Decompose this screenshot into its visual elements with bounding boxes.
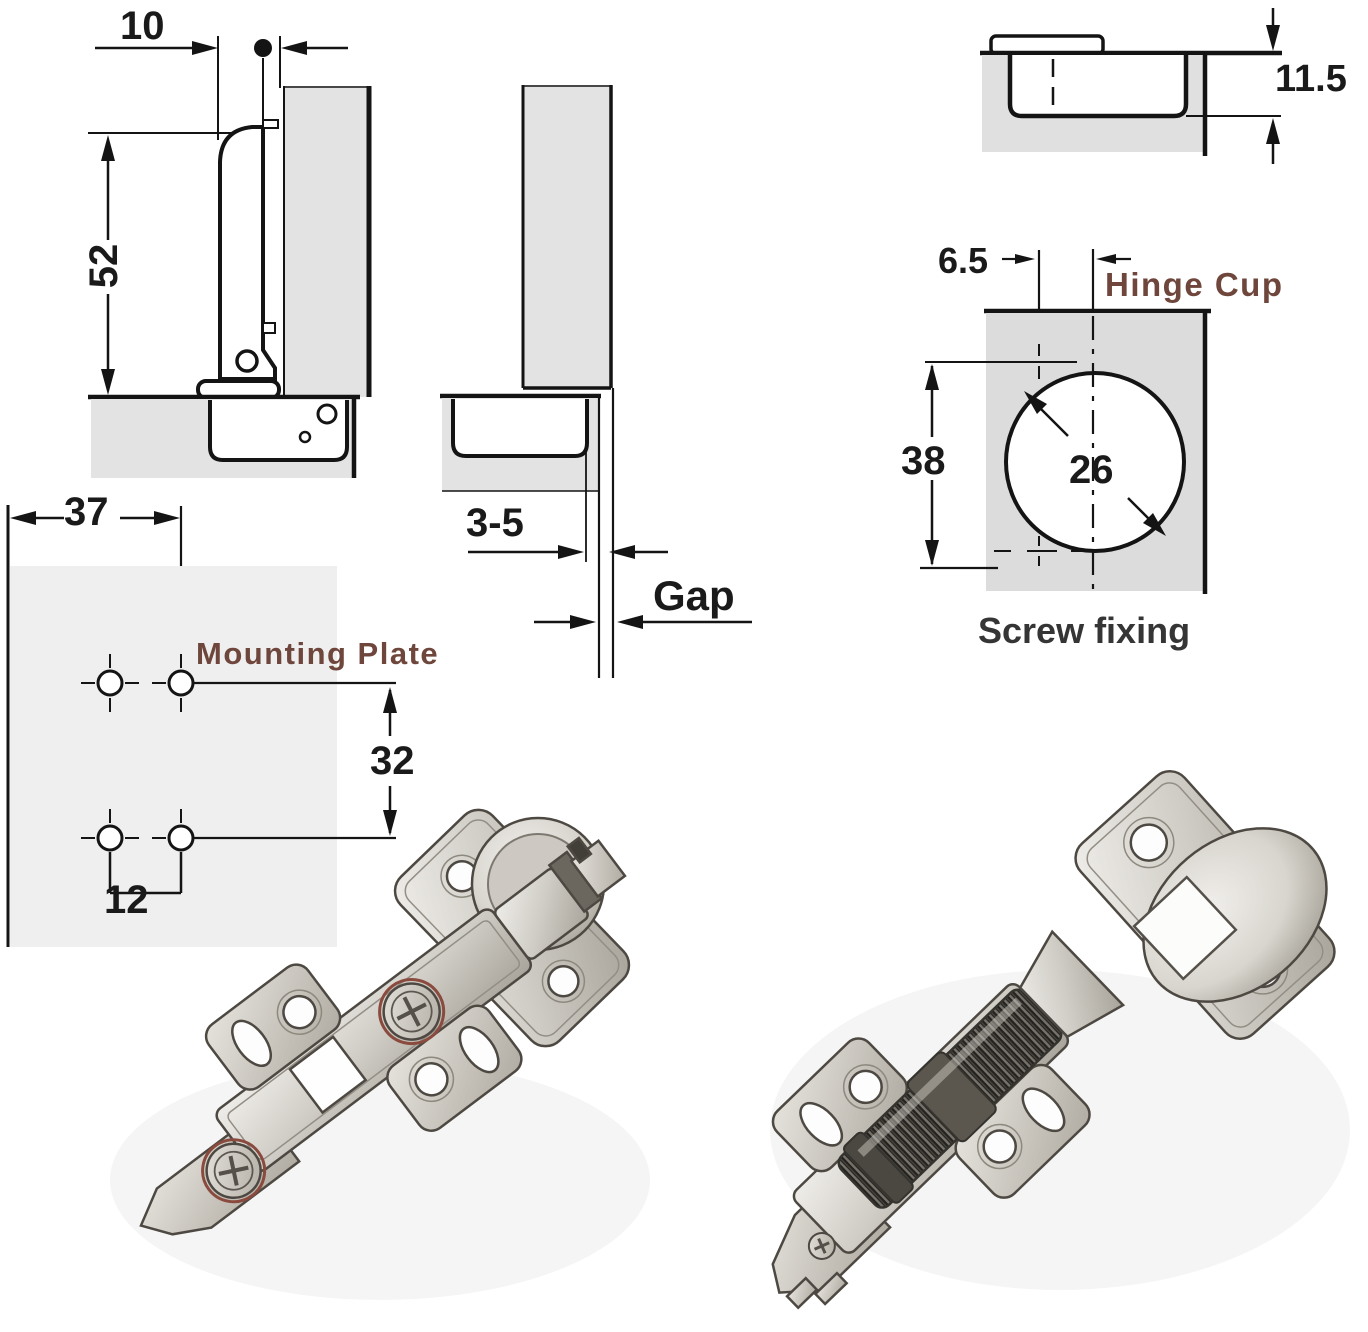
cup-recess — [1007, 55, 1189, 119]
flange-hole — [1129, 823, 1169, 862]
phillips-screw — [807, 1231, 836, 1260]
dim-12-bracket — [108, 852, 183, 895]
phillips-screw — [201, 1138, 267, 1204]
dim-3-5-label: 3-5 — [466, 501, 524, 545]
oval-slot — [231, 1019, 273, 1067]
door-panel-section — [88, 394, 360, 478]
dim-10-label: 10 — [120, 4, 165, 48]
dim-52-label: 52 — [82, 243, 126, 289]
dim-32-label: 32 — [370, 739, 415, 783]
phillips-screw — [378, 978, 446, 1046]
diagram-cup-depth — [980, 8, 1282, 164]
clamp-tab — [813, 1271, 849, 1306]
dim-37-label: 37 — [64, 490, 109, 534]
diagram-hinge-cup — [920, 249, 1211, 594]
hinge-photo-right — [770, 770, 1350, 1310]
round-hole — [282, 994, 317, 1030]
screw-hole — [152, 654, 210, 712]
side-panel — [283, 86, 372, 397]
diagram-mounting-plate — [6, 505, 397, 947]
soft-close-damper — [837, 988, 1063, 1209]
diagram-gap-section — [440, 85, 752, 678]
door-panel — [521, 85, 613, 390]
dim-6-5-label: 6.5 — [938, 240, 989, 281]
round-hole — [414, 1062, 449, 1097]
gap-label: Gap — [653, 572, 735, 619]
screw-hole-cross-bottom — [994, 536, 1085, 566]
dim-6-5-arrows — [1002, 249, 1131, 311]
round-hole — [982, 1129, 1017, 1164]
mounting-wing — [204, 963, 342, 1091]
dim-26-arrows — [1024, 391, 1166, 536]
flange-hole — [547, 964, 580, 998]
hinge-arm-assembly — [139, 836, 627, 1236]
screw-hole-cross-top — [925, 344, 1077, 379]
hinge-knuckle — [493, 836, 627, 960]
screw-hole — [81, 654, 139, 712]
dim-38-arrows — [920, 364, 998, 570]
dim-26-label: 26 — [1069, 448, 1114, 492]
mounting-wing — [771, 1037, 909, 1173]
oval-slot — [458, 1025, 500, 1074]
mounting-plate-title: Mounting Plate — [196, 636, 440, 671]
hinge-arm-assembly — [771, 929, 1126, 1310]
screw-fixing-caption: Screw fixing — [978, 610, 1191, 651]
screw-hole — [81, 809, 139, 867]
hinge-knuckle — [1018, 929, 1126, 1039]
hinge-photo-left — [110, 808, 650, 1300]
dim-11-5-label: 11.5 — [1275, 58, 1347, 100]
dim-12-label: 12 — [104, 878, 149, 922]
clamp-tab — [785, 1276, 819, 1310]
hinge-arm-profile — [196, 119, 281, 400]
arm-square-hole — [288, 1035, 368, 1115]
oval-slot — [799, 1101, 844, 1147]
dim-38-label: 38 — [901, 439, 946, 483]
cabinet-panel — [440, 393, 601, 492]
oval-slot — [1021, 1087, 1066, 1133]
diagram-side-section — [88, 36, 372, 478]
dim-11-5-arrows — [1266, 8, 1280, 164]
dim-32-arrows — [383, 687, 397, 836]
cup-square-opening — [1132, 875, 1238, 981]
hinge-cup-title: Hinge Cup — [1105, 266, 1284, 303]
dim-52-arrows — [88, 132, 233, 395]
dim-3-5-arrows — [468, 388, 668, 678]
dim-10-arrows — [95, 36, 348, 140]
mounting-plate-panel — [10, 566, 337, 947]
dim-gap-arrows — [534, 615, 752, 629]
round-hole — [848, 1069, 883, 1105]
